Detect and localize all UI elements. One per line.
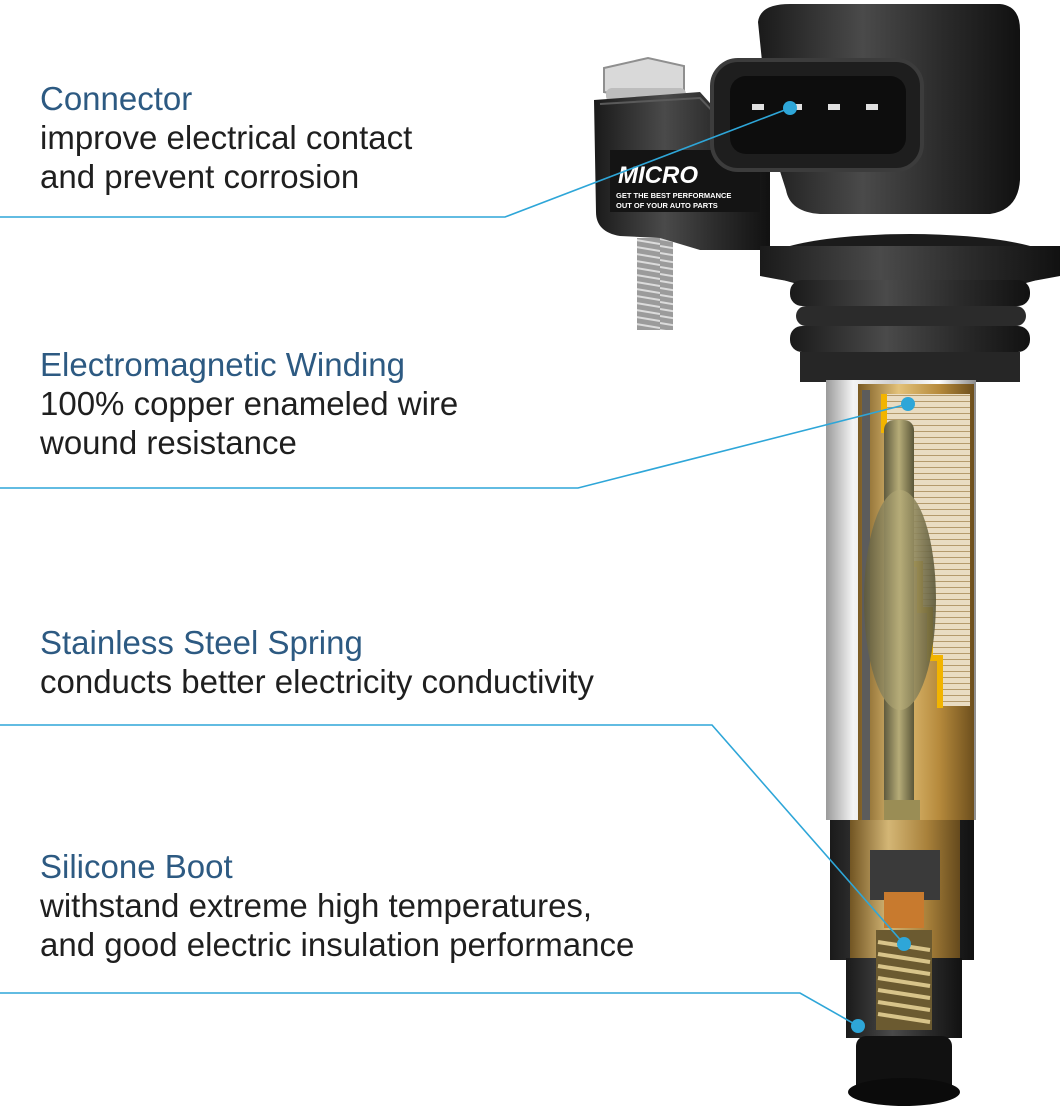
leader-line-boot xyxy=(0,992,859,1027)
leader-dot-connector xyxy=(783,101,797,115)
leader-dot-boot xyxy=(851,1019,865,1033)
leader-line-spring xyxy=(0,724,905,945)
leader-dots xyxy=(783,101,915,1033)
callout-connector: Connector improve electrical contact and… xyxy=(40,80,800,196)
callout-desc-winding: 100% copper enameled wire wound resistan… xyxy=(40,385,459,461)
brand-slogan-line-2: OUT OF YOUR AUTO PARTS xyxy=(616,201,718,210)
callout-title-winding: Electromagnetic Winding xyxy=(40,346,405,383)
callout-stainless-steel-spring: Stainless Steel Spring conducts better e… xyxy=(40,624,800,701)
leader-lines xyxy=(0,107,909,1027)
callout-desc-boot: withstand extreme high temperatures, and… xyxy=(40,887,635,963)
callout-electromagnetic-winding: Electromagnetic Winding 100% copper enam… xyxy=(40,346,800,462)
coil-flange xyxy=(760,234,1060,382)
leader-line-connector xyxy=(0,107,791,218)
brand-name: MICRO xyxy=(618,162,698,189)
leader-line-winding xyxy=(0,403,909,489)
mounting-bolt xyxy=(603,56,686,330)
callout-title-boot: Silicone Boot xyxy=(40,848,233,885)
callout-silicone-boot: Silicone Boot withstand extreme high tem… xyxy=(40,848,800,964)
connector-housing xyxy=(710,4,1020,214)
brand-slogan-line-1: GET THE BEST PERFORMANCE xyxy=(616,191,731,200)
callout-desc-connector: improve electrical contact and prevent c… xyxy=(40,119,413,195)
coil-cutaway xyxy=(858,384,974,840)
brand-label: MICRO GET THE BEST PERFORMANCE OUT OF YO… xyxy=(610,150,760,212)
callout-desc-spring: conducts better electricity conductivity xyxy=(40,663,594,700)
callout-title-spring: Stainless Steel Spring xyxy=(40,624,363,661)
leader-dot-spring xyxy=(897,937,911,951)
callout-title-connector: Connector xyxy=(40,80,193,117)
leader-dot-winding xyxy=(901,397,915,411)
